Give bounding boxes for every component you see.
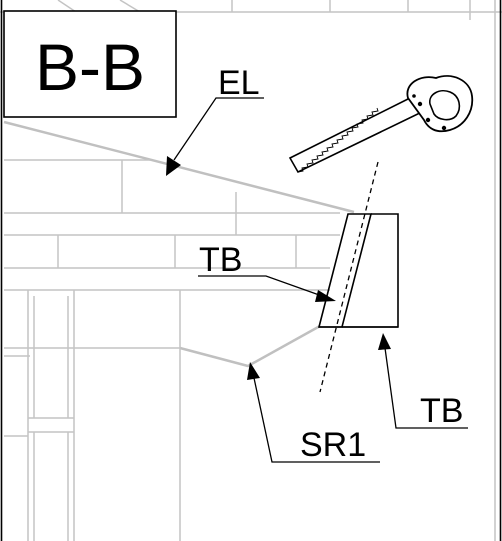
label-sr1: SR1 <box>300 426 366 464</box>
cut-line <box>319 161 379 393</box>
cut-block <box>317 213 373 328</box>
title-box <box>3 10 177 118</box>
label-el: EL <box>218 64 260 102</box>
callout-tb-right: TB <box>378 333 468 430</box>
section-title: B-B <box>35 30 145 104</box>
label-tb-left: TB <box>199 241 242 279</box>
label-tb-right: TB <box>420 392 463 430</box>
hand-saw-icon <box>288 75 474 174</box>
callout-el: EL <box>166 64 264 176</box>
callout-tb-left: TB <box>198 241 336 302</box>
trim-block-detail <box>317 213 399 328</box>
callout-sr1: SR1 <box>247 362 380 464</box>
